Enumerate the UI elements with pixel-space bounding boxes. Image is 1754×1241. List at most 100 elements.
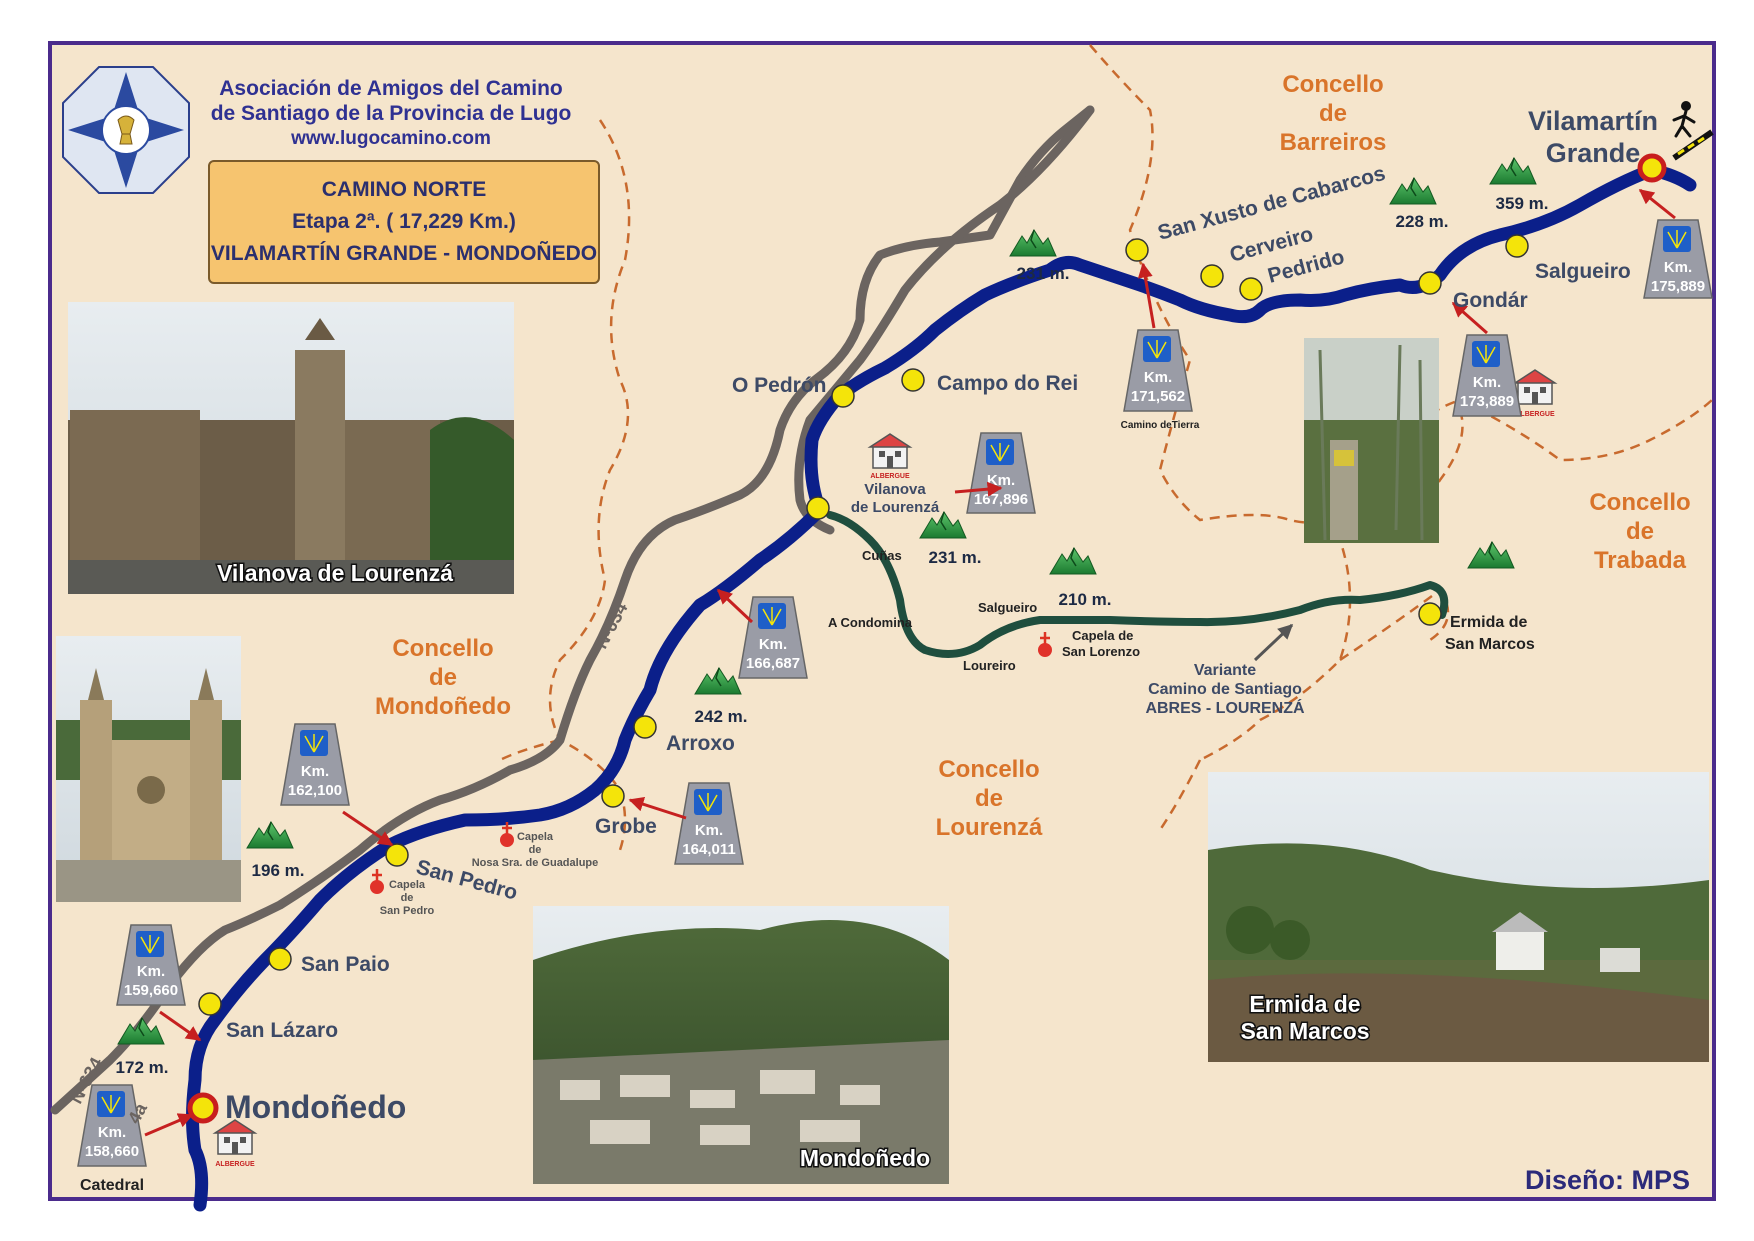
stop-vilanova <box>806 496 830 520</box>
stop-san-pedro <box>385 843 409 867</box>
svg-text:Lourenzá: Lourenzá <box>936 814 1043 841</box>
stop-grobe <box>601 784 625 808</box>
label-capela-guad-2: de <box>529 844 542 856</box>
svg-text:Concello: Concello <box>392 635 493 662</box>
label-campo-do-rei: Campo do Rei <box>937 372 1078 395</box>
end-marker-mondonedo <box>187 1092 219 1124</box>
photo-vilanova-caption: Vilanova de Lourenzá <box>217 560 453 586</box>
label-capela-lorenzo-1: Capela de <box>1072 628 1133 643</box>
stop-ermida <box>1418 602 1442 626</box>
photo-cathedral <box>56 636 241 902</box>
photo-vilanova: Vilanova de Lourenzá <box>68 302 514 594</box>
association-line-1: Asociación de Amigos del Camino <box>219 77 563 100</box>
svg-text:Concello: Concello <box>1589 489 1690 516</box>
svg-text:159,660: 159,660 <box>124 982 178 999</box>
stop-san-xusto <box>1125 238 1149 262</box>
label-capela-pedro-1: Capela <box>389 879 426 891</box>
svg-text:164,011: 164,011 <box>682 841 735 858</box>
km-texts: Km. 175,889 Km. 173,889 Km. 171,562 Km. … <box>85 259 1705 1160</box>
svg-text:Km.: Km. <box>987 472 1015 489</box>
association-url: www.lugocamino.com <box>291 128 491 149</box>
association-name: Asociación de Amigos del Camino de Santi… <box>196 76 586 151</box>
label-variante-3: ABRES - LOURENZÁ <box>1145 698 1305 717</box>
variant-route <box>826 511 1449 658</box>
stop-o-pedron <box>831 384 855 408</box>
label-arroxo: Arroxo <box>666 732 735 755</box>
stop-campo-do-rei <box>901 368 925 392</box>
stop-cerveiro <box>1200 264 1224 288</box>
label-cunas: Cuñas <box>862 548 902 563</box>
svg-text:Concello: Concello <box>1282 71 1383 98</box>
label-vilanova-1: Vilanova <box>864 481 926 498</box>
label-loureiro: Loureiro <box>963 658 1016 673</box>
label-ermida-2: San Marcos <box>1445 636 1535 653</box>
variant-label: Variante Camino de Santiago ABRES - LOUR… <box>1145 662 1305 717</box>
albergue-label-vilanova: ALBERGUE <box>870 473 910 480</box>
label-camino-tierra: Camino deTierra <box>1121 420 1200 431</box>
label-san-lazaro: San Lázaro <box>226 1019 338 1042</box>
association-logo <box>62 66 190 194</box>
svg-text:167,896: 167,896 <box>974 491 1028 508</box>
photo-ermida: Ermida de San Marcos <box>1208 772 1709 1062</box>
pointer-arrows <box>144 188 1676 1137</box>
svg-text:Km.: Km. <box>98 1124 126 1141</box>
svg-text:de: de <box>429 664 457 691</box>
chapel-labels: Capela de San Lorenzo Capela de Nosa Sra… <box>380 628 1140 917</box>
svg-text:Mondoñedo: Mondoñedo <box>375 693 511 720</box>
svg-text:de: de <box>975 785 1003 812</box>
photo-ermida-caption-2: San Marcos <box>1240 1018 1369 1044</box>
stop-gondar <box>1418 271 1442 295</box>
stage-title-box: CAMINO NORTE Etapa 2ª. ( 17,229 Km.) VIL… <box>208 160 600 284</box>
stop-arroxo <box>633 715 657 739</box>
svg-text:Concello: Concello <box>938 756 1039 783</box>
association-line-2: de Santiago de la Provincia de Lugo <box>210 102 572 125</box>
stage-title: CAMINO NORTE <box>321 178 487 201</box>
svg-text:de: de <box>1626 518 1654 545</box>
svg-text:Trabada: Trabada <box>1594 547 1687 574</box>
label-vilamartin: Vilamartín <box>1528 106 1658 136</box>
label-capela-lorenzo-2: San Lorenzo <box>1062 644 1140 659</box>
svg-text:172 m.: 172 m. <box>116 1058 169 1077</box>
svg-text:231 m.: 231 m. <box>929 548 982 567</box>
svg-text:231 m.: 231 m. <box>1017 264 1070 283</box>
svg-text:175,889: 175,889 <box>1651 278 1705 295</box>
svg-text:Km.: Km. <box>137 963 165 980</box>
albergue-label-gondar: ALBERGUE <box>1515 411 1555 418</box>
stop-pedrido <box>1239 277 1263 301</box>
svg-text:166,687: 166,687 <box>746 655 800 672</box>
svg-text:228 m.: 228 m. <box>1396 212 1449 231</box>
label-ermida-1: Ermida de <box>1450 614 1527 631</box>
stage-distance: Etapa 2ª. ( 17,229 Km.) <box>292 210 516 233</box>
design-credit: Diseño: MPS <box>1525 1165 1691 1195</box>
label-catedral: Catedral <box>80 1177 144 1194</box>
label-salgueiro: Salgueiro <box>1535 260 1631 283</box>
svg-text:158,660: 158,660 <box>85 1143 139 1160</box>
main-route <box>186 163 1697 1212</box>
start-marker-vilamartin <box>1637 153 1667 183</box>
stop-san-lazaro <box>198 992 222 1016</box>
photo-ermida-caption-1: Ermida de <box>1249 991 1360 1017</box>
svg-text:Km.: Km. <box>1473 374 1501 391</box>
label-grande: Grande <box>1546 138 1641 168</box>
stop-salgueiro <box>1505 234 1529 258</box>
label-variante-2: Camino de Santiago <box>1148 681 1302 698</box>
stop-san-paio <box>268 947 292 971</box>
svg-text:359 m.: 359 m. <box>1496 194 1549 213</box>
road-n634 <box>50 105 1095 1115</box>
svg-text:Km.: Km. <box>301 763 329 780</box>
label-capela-guad-3: Nosa Sra. de Guadalupe <box>472 857 599 869</box>
concello-labels: Concello de Barreiros Concello de Trabad… <box>375 71 1691 841</box>
albergue-label-mondonedo: ALBERGUE <box>215 1161 255 1168</box>
pilgrim-icon <box>1672 101 1714 161</box>
label-salgueiro-variant: Salgueiro <box>978 600 1037 615</box>
svg-text:Km.: Km. <box>1144 369 1172 386</box>
km-markers <box>77 219 1713 1167</box>
photo-mondonedo-caption: Mondoñedo <box>800 1145 930 1171</box>
svg-text:242 m.: 242 m. <box>695 707 748 726</box>
label-o-pedron: O Pedrón <box>732 374 827 397</box>
svg-text:196 m.: 196 m. <box>252 861 305 880</box>
photo-milestone <box>1304 338 1439 543</box>
label-grobe: Grobe <box>595 815 657 838</box>
svg-text:Km.: Km. <box>759 636 787 653</box>
